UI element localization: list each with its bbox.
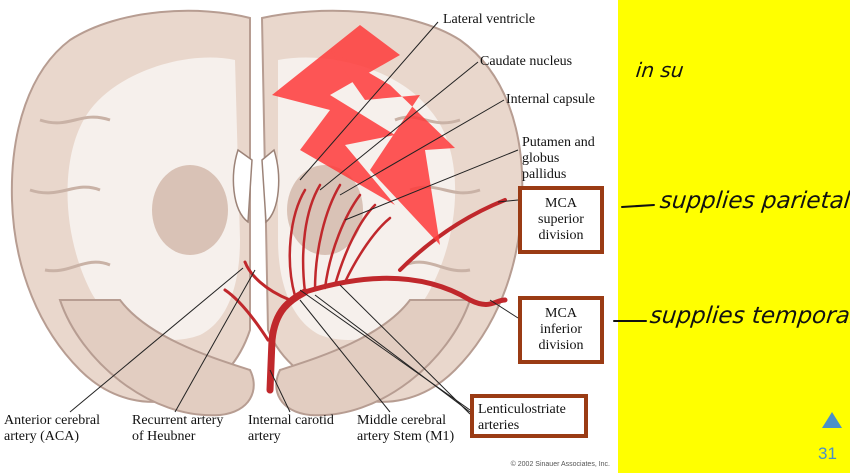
mca-inferior-line1: MCA [545, 306, 577, 321]
handwritten-note-inferior: supplies temporal [648, 303, 850, 329]
brain-tissue [10, 9, 524, 417]
leader-lines [69, 21, 519, 415]
lightning-bolt-annotation [272, 25, 455, 245]
brain-coronal-figure: Lateral ventricle Caudate nucleus Intern… [0, 0, 618, 473]
label-internal-carotid-artery: Internal carotid artery [248, 413, 334, 445]
mca-superior-line2: superior [538, 212, 584, 227]
artery-network [223, 183, 508, 394]
label-putamen-line3: pallidus [522, 167, 567, 182]
label-caudate-nucleus: Caudate nucleus [480, 54, 573, 69]
brain-illustration [10, 9, 524, 417]
mca-inferior-line2: inferior [540, 322, 582, 337]
mca-superior-line3: division [538, 228, 584, 243]
label-putamen-globus-pallidus: Putamen and globus pallidus [522, 135, 595, 183]
label-lateral-ventricle: Lateral ventricle [443, 12, 536, 27]
label-middle-cerebral-artery-stem: Middle cerebral artery Stem (M1) [357, 413, 454, 445]
label-putamen-line1: Putamen and [522, 135, 595, 150]
triangle-up-icon[interactable] [822, 412, 842, 428]
handwritten-note-top: in su [634, 58, 685, 82]
lenticulostriate-line2: arteries [478, 418, 520, 433]
mca-superior-division-box: MCA superior division [518, 186, 604, 254]
label-recurrent-artery-of-heubner: Recurrent artery of Heubner [132, 413, 223, 445]
page-number: 31 [818, 444, 837, 463]
label-m1-line1: Middle cerebral [357, 413, 447, 428]
mca-inferior-line3: division [538, 338, 584, 353]
handwritten-note-superior: supplies parietal [658, 188, 850, 214]
label-aca-line2: artery (ACA) [4, 429, 80, 444]
lenticulostriate-line1: Lenticulostriate [478, 402, 566, 417]
label-putamen-line2: globus [522, 151, 560, 166]
label-ica-line1: Internal carotid [248, 413, 334, 428]
label-aca-line1: Anterior cerebral [4, 413, 100, 428]
label-internal-capsule: Internal capsule [506, 92, 596, 107]
mca-inferior-division-box: MCA inferior division [518, 296, 604, 364]
mca-superior-line1: MCA [545, 196, 577, 211]
label-ica-line2: artery [248, 429, 281, 444]
copyright-notice: © 2002 Sinauer Associates, Inc. [510, 461, 610, 468]
label-m1-line2: artery Stem (M1) [357, 429, 455, 444]
handwritten-dash-superior [621, 204, 655, 208]
label-anterior-cerebral-artery: Anterior cerebral artery (ACA) [4, 413, 100, 445]
slide-navigation[interactable]: 31 [812, 404, 848, 468]
lenticulostriate-arteries-box: Lenticulostriate arteries [470, 394, 588, 438]
label-heubner-line1: Recurrent artery [132, 413, 224, 428]
label-heubner-line2: of Heubner [132, 429, 196, 444]
handwritten-dash-inferior [613, 320, 647, 322]
